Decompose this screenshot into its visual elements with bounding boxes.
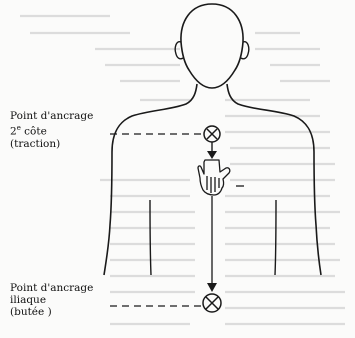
bottom-anchor-label-line2: iliaque <box>10 294 93 306</box>
circled-x-icon <box>204 126 220 142</box>
circled-x-icon <box>203 294 221 312</box>
top-anchor-label-line1: Point d'ancrage <box>10 110 93 122</box>
spine-arrow-head-icon <box>207 283 217 292</box>
bottom-anchor-label-line1: Point d'ancrage <box>10 282 93 294</box>
top-anchor-label-line3: (traction) <box>10 138 93 150</box>
hand-icon <box>198 160 230 195</box>
top-anchor-label-line2: 2e côte <box>10 122 93 138</box>
top-anchor-label: Point d'ancrage 2e côte (traction) <box>10 110 93 150</box>
traction-arrow-head-icon <box>207 151 217 159</box>
head-outline <box>181 4 243 88</box>
bottom-anchor-label-line3: (butée ) <box>10 306 93 318</box>
top-anchor-rib-number: 2 <box>10 126 17 138</box>
bottom-anchor-label: Point d'ancrage iliaque (butée ) <box>10 282 93 318</box>
ghost-text-lines <box>20 16 345 324</box>
top-anchor-rib-word: côte <box>21 126 47 138</box>
